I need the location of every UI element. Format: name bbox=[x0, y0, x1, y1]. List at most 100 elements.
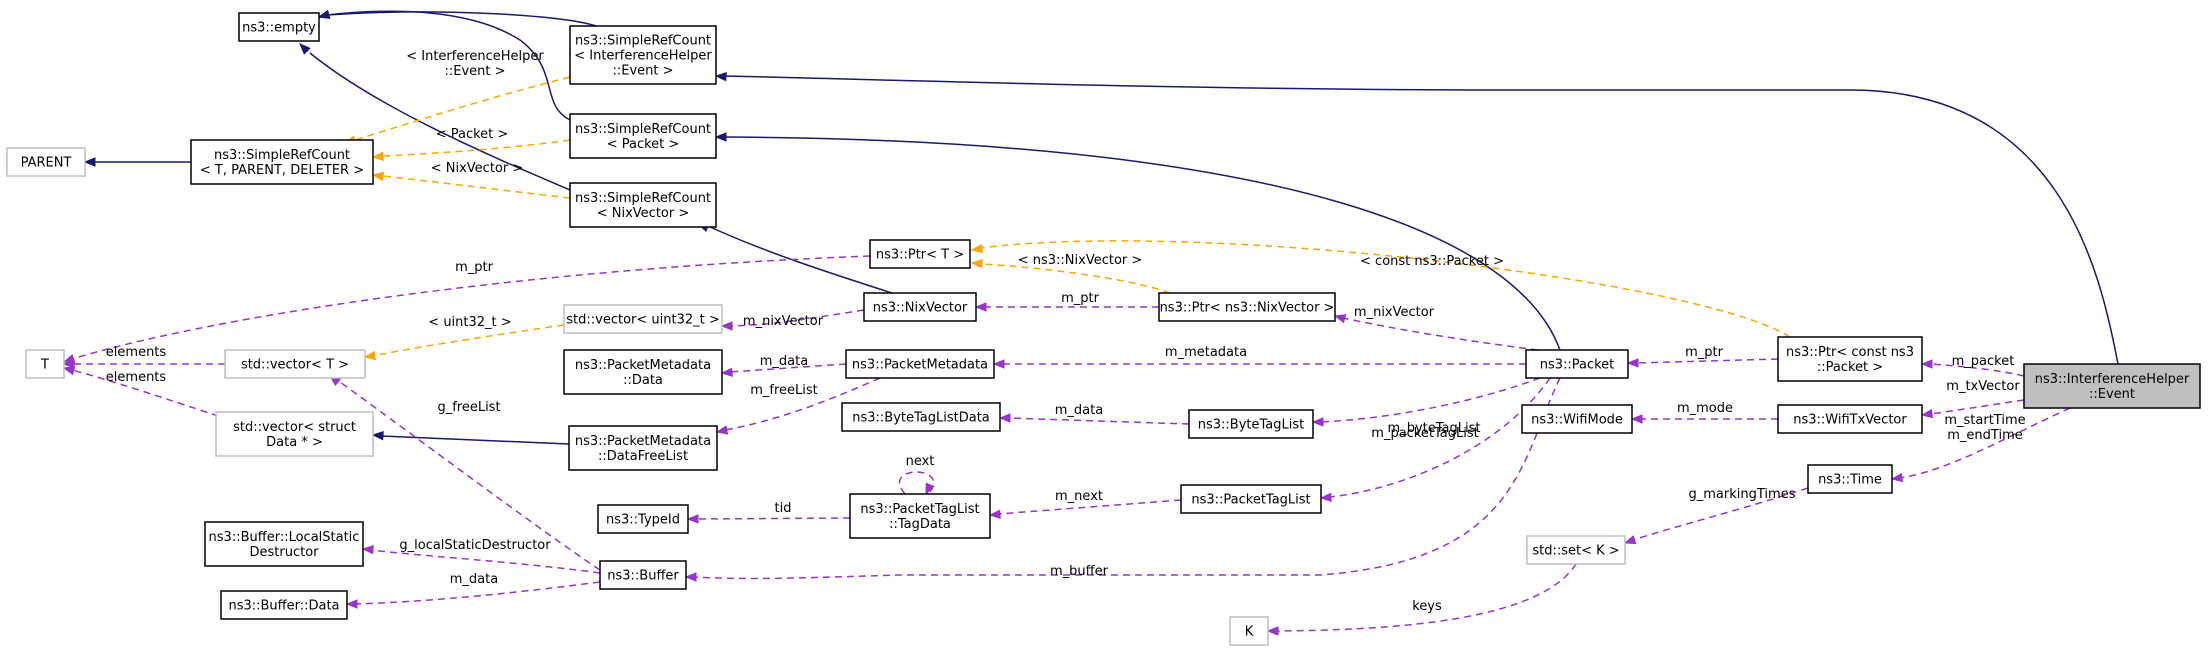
edge-tid bbox=[695, 517, 851, 520]
node-label: < T, PARENT, DELETER > bbox=[200, 163, 364, 178]
edge-m-data-buf-arrowhead bbox=[345, 599, 358, 609]
node-t[interactable]: T bbox=[25, 349, 65, 379]
node-ptr-packet[interactable]: ns3::Ptr< const ns3::Packet > bbox=[1777, 336, 1923, 382]
node-vec-u32[interactable]: std::vector< uint32_t > bbox=[563, 304, 723, 334]
node-src-packet[interactable]: ns3::SimpleRefCount< Packet > bbox=[569, 113, 717, 159]
node-src-tpd[interactable]: ns3::SimpleRefCount< T, PARENT, DELETER … bbox=[190, 139, 374, 185]
node-label: ns3::Ptr< ns3::NixVector > bbox=[1160, 301, 1335, 316]
node-wifimode[interactable]: ns3::WifiMode bbox=[1521, 404, 1633, 434]
edge-m-next-label: m_next bbox=[1055, 489, 1103, 504]
node-bytetaglist[interactable]: ns3::ByteTagList bbox=[1188, 409, 1314, 439]
edge-m-data-btl-label: m_data bbox=[1055, 403, 1103, 418]
edge-m-data-pm bbox=[729, 363, 847, 373]
node-box bbox=[597, 504, 689, 534]
edge-m-freelist-pm-label: m_freeList bbox=[750, 383, 818, 398]
edge-m-data-pm-arrowhead bbox=[720, 367, 733, 378]
node-set-k[interactable]: std::set< K > bbox=[1526, 535, 1626, 565]
node-parent[interactable]: PARENT bbox=[6, 147, 86, 177]
node-btl-data[interactable]: ns3::ByteTagListData bbox=[841, 402, 1001, 432]
node-k[interactable]: K bbox=[1229, 616, 1269, 646]
node-pm-data[interactable]: ns3::PacketMetadata::Data bbox=[563, 349, 723, 395]
node-typeid[interactable]: ns3::TypeId bbox=[597, 504, 689, 534]
edge-tpl-const-packet-arrowhead bbox=[970, 243, 984, 254]
node-buffer[interactable]: ns3::Buffer bbox=[599, 560, 687, 590]
node-ptr-t[interactable]: ns3::Ptr< T > bbox=[869, 239, 971, 269]
edge-m-data-pm-label: m_data bbox=[760, 354, 808, 369]
edge-g-markingtimes bbox=[1632, 487, 1809, 541]
edge-packet-src-packet-arrowhead bbox=[714, 132, 727, 142]
node-box bbox=[569, 25, 717, 85]
edge-m-freelist-pm bbox=[724, 377, 881, 431]
node-buf-data[interactable]: ns3::Buffer::Data bbox=[220, 590, 348, 620]
node-label: ns3::SimpleRefCount bbox=[575, 191, 711, 206]
edge-m-nixvector-vec-label: m_nixVector bbox=[743, 314, 824, 329]
edge-m-mode-arrowhead bbox=[1630, 414, 1643, 424]
edge-tpl-nix-label: < NixVector > bbox=[431, 161, 524, 176]
node-wifitxvector[interactable]: ns3::WifiTxVector bbox=[1777, 404, 1923, 434]
node-nixvector[interactable]: ns3::NixVector bbox=[863, 292, 977, 322]
edge-m-packet-label: m_packet bbox=[1952, 354, 2015, 369]
edge-event-src-ih bbox=[723, 75, 2119, 365]
node-label: ::Packet > bbox=[1817, 360, 1883, 375]
edge-tpl-packet bbox=[382, 139, 571, 157]
node-packettaglist[interactable]: ns3::PacketTagList bbox=[1180, 484, 1322, 514]
node-ptl-tagdata[interactable]: ns3::PacketTagList::TagData bbox=[849, 493, 991, 539]
node-time[interactable]: ns3::Time bbox=[1807, 464, 1893, 494]
node-packet[interactable]: ns3::Packet bbox=[1525, 349, 1629, 379]
node-box bbox=[563, 349, 723, 395]
edge-src-ih-empty bbox=[326, 11, 597, 27]
node-box bbox=[1180, 484, 1322, 514]
node-src-nix[interactable]: ns3::SimpleRefCount< NixVector > bbox=[569, 182, 717, 228]
node-box bbox=[1525, 349, 1629, 379]
node-box bbox=[863, 292, 977, 322]
node-vec-t[interactable]: std::vector< T > bbox=[224, 349, 366, 379]
node-label: ns3::PacketTagList bbox=[860, 502, 979, 517]
node-label: ns3::Buffer bbox=[607, 569, 679, 584]
edge-m-times-arrowhead bbox=[1890, 472, 1904, 483]
node-box bbox=[238, 12, 320, 42]
edge-m-txvector-arrowhead bbox=[1920, 408, 1934, 419]
edge-elements-vec-struct-arrowhead bbox=[62, 366, 76, 376]
node-label: Data * > bbox=[266, 435, 323, 450]
node-label: ns3::ByteTagList bbox=[1198, 418, 1304, 433]
node-label: ns3::PacketMetadata bbox=[852, 358, 988, 373]
node-label: ns3::WifiMode bbox=[1531, 413, 1623, 428]
edge-m-freelist-pm-arrowhead bbox=[715, 425, 729, 435]
edge-m-metadata-arrowhead bbox=[992, 359, 1005, 369]
edge-next-arrowhead bbox=[925, 482, 935, 496]
edge-m-data-buf-label: m_data bbox=[450, 572, 498, 587]
edge-m-txvector-label: m_txVector bbox=[1946, 379, 2020, 394]
edge-tid-arrowhead bbox=[686, 514, 699, 524]
node-label: < InterferenceHelper bbox=[574, 49, 712, 64]
edge-m-nixvector-vec-arrowhead bbox=[720, 321, 733, 331]
node-event[interactable]: ns3::InterferenceHelper::Event bbox=[2023, 363, 2201, 409]
node-label: ns3::Buffer::LocalStatic bbox=[209, 530, 360, 545]
node-packetmetadata[interactable]: ns3::PacketMetadata bbox=[845, 349, 995, 379]
node-ptr-nix[interactable]: ns3::Ptr< ns3::NixVector > bbox=[1158, 292, 1336, 322]
edge-m-data-btl-arrowhead bbox=[998, 413, 1011, 423]
node-label: ns3::PacketTagList bbox=[1191, 493, 1310, 508]
edge-m-packettaglist bbox=[1328, 377, 1551, 498]
node-src-ih[interactable]: ns3::SimpleRefCount< InterferenceHelper:… bbox=[569, 25, 717, 85]
edge-tpl-nix bbox=[382, 175, 571, 199]
node-label: ns3::PacketMetadata bbox=[575, 434, 711, 449]
edge-tpl-ih-label: < InterferenceHelper::Event > bbox=[406, 49, 544, 79]
edge-m-ptr-t bbox=[71, 255, 871, 360]
node-box bbox=[215, 411, 374, 457]
edge-elements-vec-t-arrowhead bbox=[62, 359, 75, 369]
node-label: < NixVector > bbox=[597, 206, 690, 221]
edge-m-buffer-label: m_buffer bbox=[1050, 564, 1109, 579]
node-box bbox=[563, 304, 723, 334]
edge-tpl-const-packet bbox=[979, 240, 1791, 338]
edge-m-packet-arrowhead bbox=[1920, 359, 1933, 369]
node-label: std::set< K > bbox=[1532, 544, 1619, 559]
node-box bbox=[2023, 363, 2201, 409]
edge-vec-struct-pm-dfl bbox=[380, 435, 570, 445]
edge-nixvector-src-nix bbox=[707, 225, 893, 294]
node-empty[interactable]: ns3::empty bbox=[238, 12, 320, 42]
node-pm-dfl[interactable]: ns3::PacketMetadata::DataFreeList bbox=[568, 425, 718, 471]
edge-m-nixvector-ptr-arrowhead bbox=[1333, 314, 1347, 324]
